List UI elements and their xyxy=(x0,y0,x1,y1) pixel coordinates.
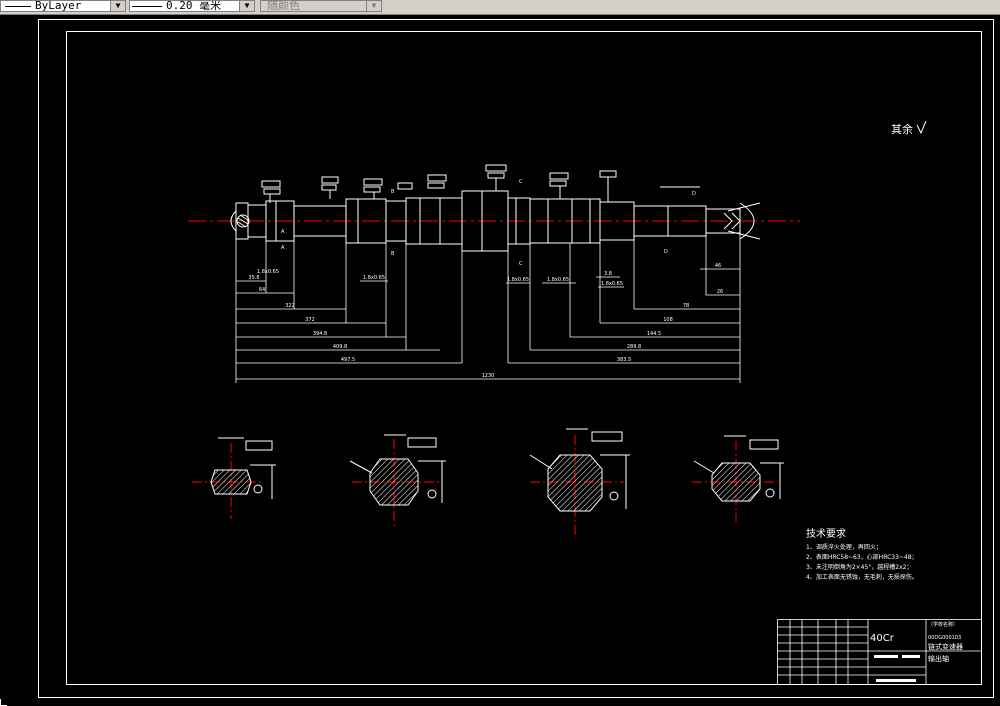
part-name-line1: 链式变速器 xyxy=(928,642,963,651)
dimension-text: 108 xyxy=(663,317,673,323)
section-markers: A A B B C C D D xyxy=(281,179,696,267)
linetype-sample xyxy=(5,5,31,7)
dimension-text: 383.5 xyxy=(617,357,631,363)
dimension-text: 3.8 xyxy=(604,271,612,277)
dimension-text: 46 xyxy=(715,263,721,269)
dimension-text: 497.5 xyxy=(341,357,355,363)
dimension-text: 35.8 xyxy=(248,275,259,281)
section-label: C xyxy=(519,179,523,185)
section-view-a xyxy=(192,437,276,519)
part-name-line2: 输出轴 xyxy=(928,654,949,663)
dimension-text: 1.8x0.65 xyxy=(363,275,385,281)
drawing-svg: 其余 xyxy=(38,19,994,698)
tech-req-line: 3、未注明倒角为2×45°，越程槽2x2； xyxy=(806,563,912,571)
title-block-text: 40Cr （学校名称） 00DG000103 链式变速器 输出轴 xyxy=(870,621,963,682)
drawing-frame xyxy=(66,31,982,685)
sheet-border xyxy=(38,19,994,698)
section-view-b xyxy=(349,434,446,529)
dimension-lines xyxy=(235,233,741,383)
dimension-text: 26 xyxy=(717,289,723,295)
center-hole-detail xyxy=(236,214,250,228)
dimension-text: 1.8x0.65 xyxy=(257,269,279,275)
dimension-text: 64 xyxy=(259,287,265,293)
properties-toolbar: ByLayer ▼ 0.20 毫米 ▼ 随颜色 ▼ xyxy=(0,0,1000,15)
dimension-text: 1.8x0.65 xyxy=(547,277,569,283)
dimension-text: 322 xyxy=(285,303,295,309)
chevron-down-icon[interactable]: ▼ xyxy=(366,1,381,11)
tolerance-frames xyxy=(261,164,700,203)
dimension-text: 1230 xyxy=(482,373,495,379)
dimension-text: 289.8 xyxy=(627,344,641,350)
shaft-profile xyxy=(230,190,755,252)
drawing-canvas[interactable]: 其余 xyxy=(0,15,1000,706)
tech-req-line: 4、加工表面无锈蚀，无毛刺，无损探伤。 xyxy=(806,573,918,581)
chevron-down-icon[interactable]: ▼ xyxy=(110,1,125,11)
technical-requirements: 技术要求 1、调质淬火处理，再回火； 2、表面HRC58~63，心部HRC33~… xyxy=(806,527,918,581)
section-view-d xyxy=(692,435,784,525)
dimension-text: 1.8x0.65 xyxy=(601,281,623,287)
section-label: C xyxy=(519,261,523,267)
dimension-text: 144.5 xyxy=(647,331,661,337)
lineweight-combo[interactable]: 0.20 毫米 ▼ xyxy=(129,0,255,12)
dimension-text: 78 xyxy=(683,303,689,309)
plot-style-value: 随颜色 xyxy=(267,0,300,12)
plot-style-combo[interactable]: 随颜色 ▼ xyxy=(260,0,382,12)
lineweight-unit: 毫米 xyxy=(199,0,222,12)
tech-req-title: 技术要求 xyxy=(806,527,846,540)
section-label: B xyxy=(391,189,395,195)
lineweight-value: 0.20 xyxy=(166,0,193,12)
material-text: 40Cr xyxy=(870,633,895,644)
dimension-text: 409.8 xyxy=(333,344,347,350)
dimension-text: 1.8x0.65 xyxy=(507,277,529,283)
dimension-text: 372 xyxy=(305,317,315,323)
layer-combo[interactable]: ByLayer ▼ xyxy=(0,0,126,12)
chevron-down-icon[interactable]: ▼ xyxy=(239,1,254,11)
tech-req-line: 1、调质淬火处理，再回火； xyxy=(806,543,882,551)
section-label: A xyxy=(281,245,285,251)
drawing-number-text: 00DG000103 xyxy=(928,635,961,641)
section-label: D xyxy=(692,191,696,197)
title-block xyxy=(777,619,982,685)
roughness-symbol-icon xyxy=(916,120,927,135)
lineweight-sample xyxy=(132,5,162,7)
layer-combo-value: ByLayer xyxy=(35,0,82,12)
tech-req-line: 2、表面HRC58~63，心部HRC33~48； xyxy=(806,553,918,561)
school-text: （学校名称） xyxy=(928,621,958,628)
section-label: D xyxy=(664,249,668,255)
dimension-text: 394.8 xyxy=(313,331,327,337)
section-view-c xyxy=(529,428,630,535)
dimension-texts: 35.8 64 322 372 394.8 409.8 497.5 1.8x0.… xyxy=(248,263,723,379)
section-label: A xyxy=(281,229,285,235)
roughness-note: 其余 xyxy=(891,122,913,136)
shaft-end-detail xyxy=(723,202,761,240)
section-label: B xyxy=(391,251,395,257)
